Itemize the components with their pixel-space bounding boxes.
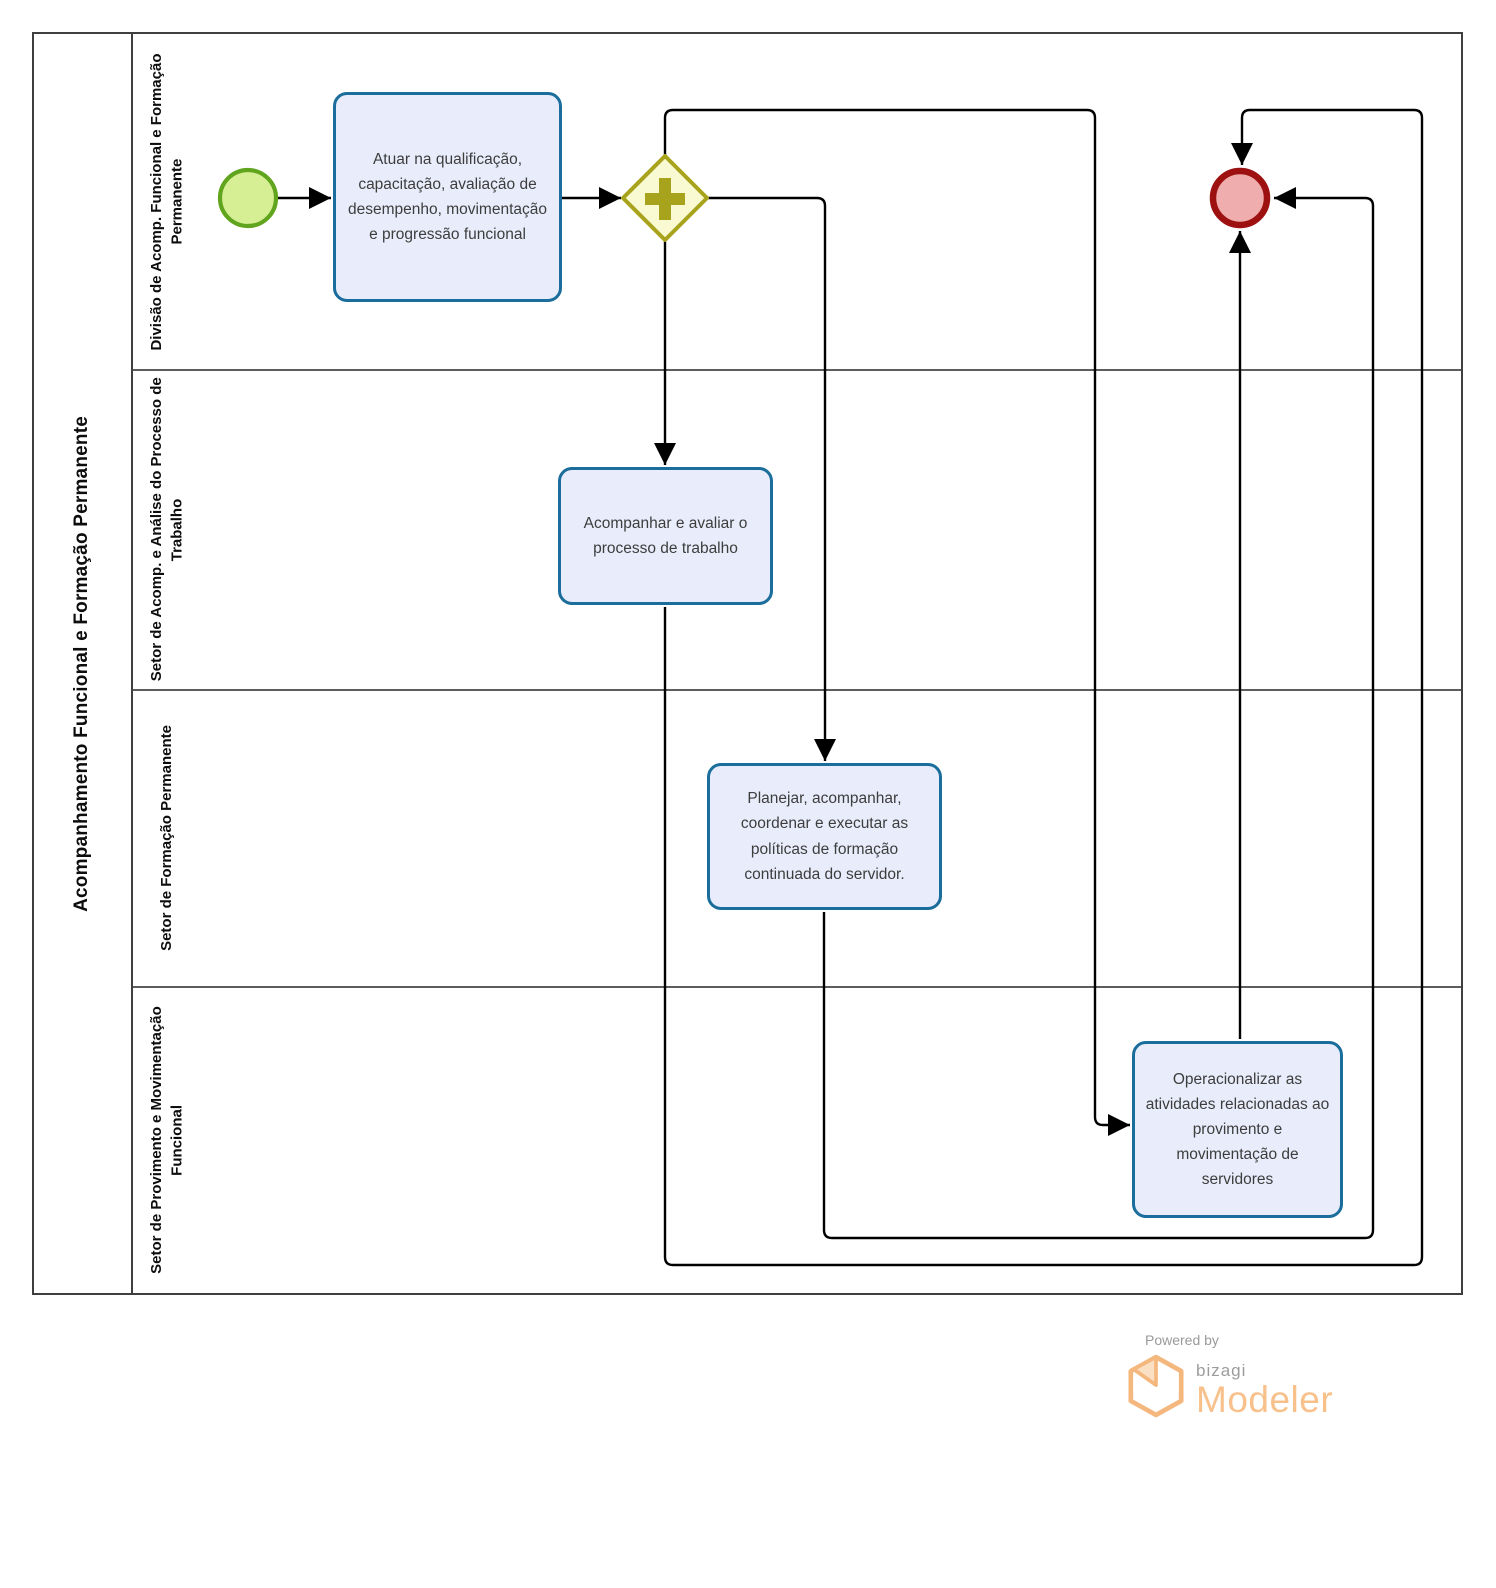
flow-gateway-to-operacionalizar [663, 108, 1130, 1136]
modeler-wordmark: Modeler [1196, 1379, 1334, 1420]
lane-setor-provimento: Setor de Provimento e Movimentação Funci… [133, 985, 1461, 1293]
task-atuar-qualificacao[interactable]: Atuar na qualificação, capacitação, aval… [333, 92, 562, 302]
bizagi-box-icon [1128, 1354, 1184, 1418]
flow-planejar-to-end [822, 187, 1375, 1240]
task-label: Atuar na qualificação, capacitação, aval… [347, 150, 548, 244]
lane-setor-formacao: Setor de Formação Permanente [133, 688, 1461, 986]
lane-stack: Divisão de Acomp. Funcional e Formação P… [133, 34, 1461, 1293]
bizagi-wordmark: bizagi [1196, 1361, 1247, 1380]
task-operacionalizar[interactable]: Operacionalizar as atividades relacionad… [1132, 1041, 1343, 1218]
end-event[interactable] [1209, 167, 1271, 229]
parallel-gateway-plus-icon [645, 178, 685, 220]
task-label: Operacionalizar as atividades relacionad… [1145, 1070, 1330, 1189]
start-event[interactable] [217, 167, 279, 229]
powered-by-label: Powered by [1145, 1332, 1219, 1348]
flow-acompanhar-to-end [663, 108, 1424, 1267]
lane-setor-acomp-analise: Setor de Acomp. e Análise do Processo de… [133, 368, 1461, 689]
bizagi-modeler-logo: Powered by bizagi Modeler [1128, 1332, 1333, 1418]
task-label: Acompanhar e avaliar o processo de traba… [583, 514, 748, 557]
parallel-gateway[interactable] [621, 154, 709, 242]
flow-gateway-to-planejar [707, 196, 836, 761]
task-acompanhar-avaliar[interactable]: Acompanhar e avaliar o processo de traba… [558, 467, 773, 605]
pool-header: Acompanhamento Funcional e Formação Perm… [34, 34, 133, 1293]
task-planejar-coordenar[interactable]: Planejar, acompanhar, coordenar e execut… [707, 763, 942, 910]
task-label: Planejar, acompanhar, coordenar e execut… [740, 790, 909, 883]
pool: Acompanhamento Funcional e Formação Perm… [32, 32, 1463, 1295]
